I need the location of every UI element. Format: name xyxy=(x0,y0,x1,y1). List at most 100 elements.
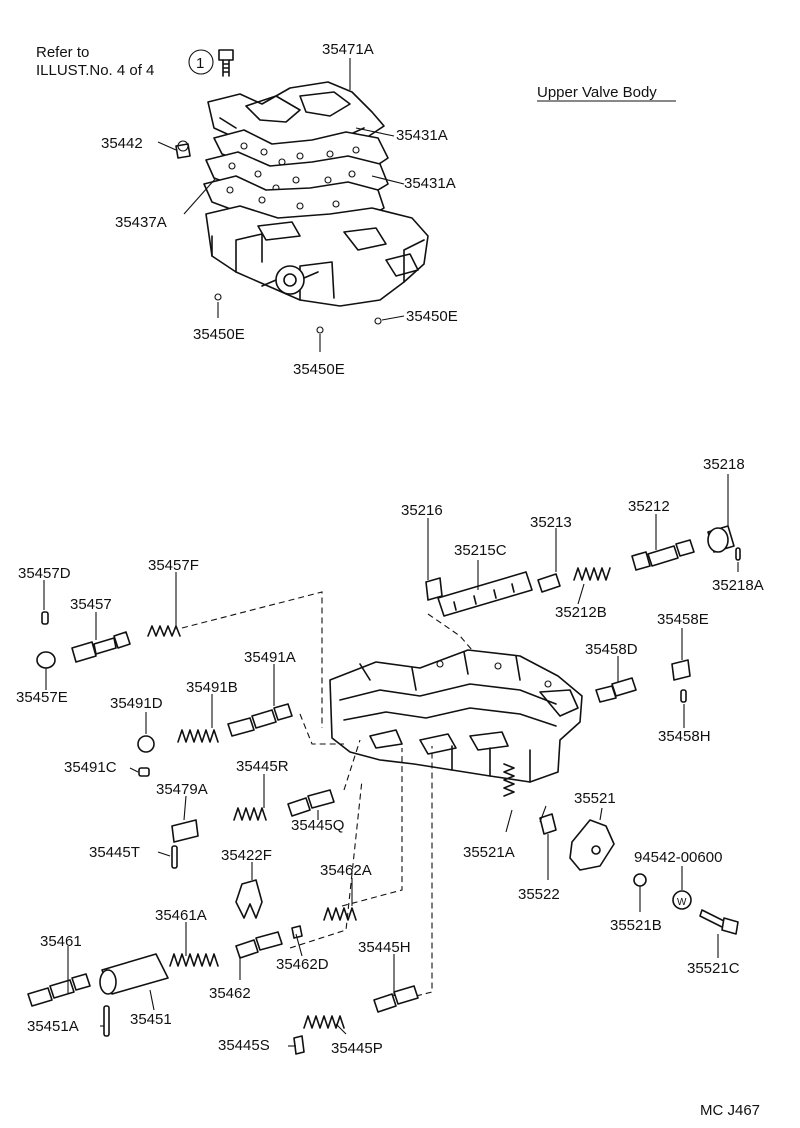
spring-35521A xyxy=(503,763,515,797)
reference-circle-icon xyxy=(188,49,214,75)
plug-35491D xyxy=(137,735,155,753)
manual-valve-lever-35521 xyxy=(569,819,615,871)
label-35445S: 35445S xyxy=(218,1037,270,1054)
reference-circle-number: 1 xyxy=(196,55,204,72)
label-35450E-3: 35450E xyxy=(293,361,345,378)
label-35445P: 35445P xyxy=(331,1040,383,1057)
label-35521C: 35521C xyxy=(687,960,740,977)
label-35212B: 35212B xyxy=(555,604,607,621)
label-35451: 35451 xyxy=(130,1011,172,1028)
valve-35461 xyxy=(27,973,91,1007)
pin-35445T xyxy=(171,845,178,869)
label-35457E: 35457E xyxy=(16,689,68,706)
label-35461: 35461 xyxy=(40,933,82,950)
label-35458E: 35458E xyxy=(657,611,709,628)
label-35479A: 35479A xyxy=(156,781,208,798)
retainer-35491C xyxy=(138,767,150,777)
label-35521B: 35521B xyxy=(610,917,662,934)
valve-35212 xyxy=(631,539,695,571)
label-35491B: 35491B xyxy=(186,679,238,696)
lower-valve-body xyxy=(329,649,583,783)
label-35431A-1: 35431A xyxy=(396,127,448,144)
valve-35445H xyxy=(373,985,419,1013)
valve-35491A xyxy=(227,703,293,737)
label-35442: 35442 xyxy=(101,135,143,152)
valve-35458D xyxy=(595,677,637,703)
sleeve-35451 xyxy=(99,953,169,995)
washer-35521B xyxy=(633,873,647,887)
label-35422F: 35422F xyxy=(221,847,272,864)
label-35491C: 35491C xyxy=(64,759,117,776)
upper-valve-body xyxy=(205,205,429,307)
spring-35461A xyxy=(169,953,219,967)
reference-bolt-icon xyxy=(218,49,234,77)
alignment-lines xyxy=(181,591,473,997)
label-35521A: 35521A xyxy=(463,844,515,861)
label-35218A: 35218A xyxy=(712,577,764,594)
washer-mark: W xyxy=(677,897,687,908)
spring-35491B xyxy=(177,729,219,743)
label-35437A: 35437A xyxy=(115,214,167,231)
spring-35462A xyxy=(323,907,357,921)
label-35218: 35218 xyxy=(703,456,745,473)
label-35521: 35521 xyxy=(574,790,616,807)
spring-35457F xyxy=(147,625,181,637)
label-35457F: 35457F xyxy=(148,557,199,574)
illustration-code: MC J467 xyxy=(700,1102,760,1119)
leader-lines-top xyxy=(157,58,405,352)
label-35212: 35212 xyxy=(628,498,670,515)
plug-35479A xyxy=(171,819,199,843)
check-ball-3 xyxy=(374,317,382,325)
spring-35445R xyxy=(233,807,267,821)
label-35445T: 35445T xyxy=(89,844,140,861)
label-35491D: 35491D xyxy=(110,695,163,712)
bolt-35521C xyxy=(699,909,739,935)
sleeve-35215C xyxy=(437,571,533,617)
retainer-35462D xyxy=(291,925,303,939)
plunger-35213 xyxy=(537,573,561,593)
spring-35445P xyxy=(303,1015,345,1029)
valve-35462 xyxy=(235,931,283,959)
spring-35212B xyxy=(573,567,611,581)
check-ball-1 xyxy=(214,293,222,301)
label-35522: 35522 xyxy=(518,886,560,903)
lower-labels: 35218 35216 35213 35212 35215C 35218A 35… xyxy=(16,456,764,1057)
washer-94542 xyxy=(672,890,692,910)
label-35458H: 35458H xyxy=(658,728,711,745)
label-35216: 35216 xyxy=(401,502,443,519)
valve-35445Q xyxy=(287,789,335,817)
label-35457: 35457 xyxy=(70,596,112,613)
label-35445R: 35445R xyxy=(236,758,289,775)
valve-35457 xyxy=(71,631,131,663)
label-35431A-2: 35431A xyxy=(404,175,456,192)
refer-note-line2: ILLUST.No. 4 of 4 xyxy=(36,62,154,79)
plug-35458E xyxy=(671,659,691,681)
check-ball-2 xyxy=(316,326,324,334)
clip-35216 xyxy=(425,577,443,601)
pin-35451A xyxy=(103,1005,110,1037)
pin-35445S xyxy=(293,1035,305,1055)
label-35450E-1: 35450E xyxy=(193,326,245,343)
clip-35422F xyxy=(235,879,263,919)
section-title: Upper Valve Body xyxy=(537,84,657,101)
label-35471A: 35471A xyxy=(322,41,374,58)
label-35213: 35213 xyxy=(530,514,572,531)
refer-note: Refer to ILLUST.No. 4 of 4 1 xyxy=(36,44,214,79)
check-ball-plug xyxy=(175,140,191,159)
label-35462: 35462 xyxy=(209,985,251,1002)
label-35491A: 35491A xyxy=(244,649,296,666)
label-35457D: 35457D xyxy=(18,565,71,582)
retainer-35457D xyxy=(41,611,49,625)
plug-35522 xyxy=(539,813,557,835)
label-94542-00600: 94542-00600 xyxy=(634,849,722,866)
top-labels: 35471A 35442 35431A 35431A 35437A 35450E… xyxy=(101,41,458,378)
retainer-35458H xyxy=(680,689,687,703)
plug-35457E xyxy=(36,651,56,669)
label-35450E-2: 35450E xyxy=(406,308,458,325)
label-35215C: 35215C xyxy=(454,542,507,559)
label-35451A: 35451A xyxy=(27,1018,79,1035)
label-35458D: 35458D xyxy=(585,641,638,658)
refer-note-line1: Refer to xyxy=(36,44,89,61)
label-35445Q: 35445Q xyxy=(291,817,344,834)
